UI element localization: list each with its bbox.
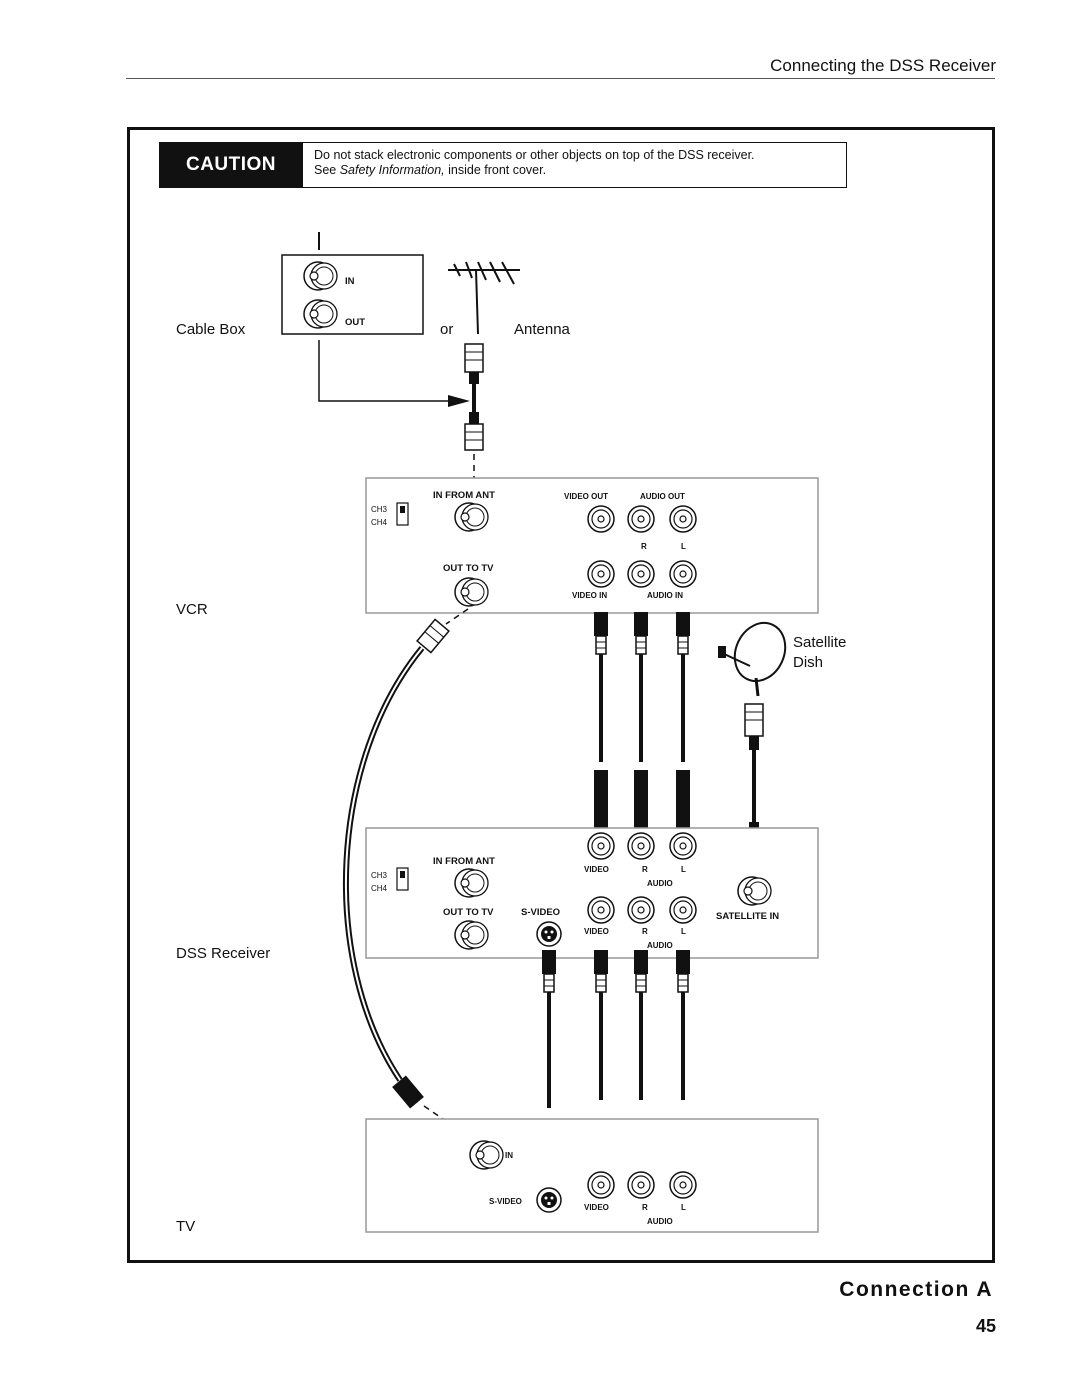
vcr-out-to-tv-jack	[454, 577, 489, 607]
cable-box-in-label: IN	[345, 276, 355, 287]
dss-video-bottom-label: VIDEO	[584, 927, 609, 936]
dss-audio-in-r-jack	[627, 832, 655, 860]
vcr-audio-in-label: AUDIO IN	[647, 591, 683, 600]
caution-line-2: See Safety Information, inside front cov…	[314, 163, 547, 177]
tv-l-label: L	[681, 1203, 686, 1212]
vcr-video-out-label: VIDEO OUT	[564, 492, 609, 501]
arrow-icon	[448, 395, 470, 407]
page-header-title: Connecting the DSS Receiver	[770, 56, 996, 75]
dss-r-top-label: R	[642, 865, 648, 874]
vcr-label: VCR	[176, 601, 208, 618]
dss-audio-bottom-label: AUDIO	[647, 941, 673, 950]
vcr-ch3-label: CH3	[371, 505, 388, 514]
dss-ch4-label: CH4	[371, 884, 388, 893]
vcr-in-from-ant-label: IN FROM ANT	[433, 490, 495, 501]
s-video-cable	[541, 949, 557, 1181]
vcr-out-to-tv-label: OUT TO TV	[443, 563, 494, 574]
tv-in-label: IN	[505, 1151, 513, 1160]
rca-cables-vcr-dss	[593, 611, 691, 833]
tv-audio-r-jack	[627, 1171, 655, 1199]
tv-s-video-label: S-VIDEO	[489, 1197, 522, 1206]
page-number: 45	[975, 1316, 996, 1336]
vcr-audio-in-r-jack	[627, 560, 655, 588]
tv-r-label: R	[642, 1203, 648, 1212]
dss-r-bottom-label: R	[642, 927, 648, 936]
vcr-video-in-jack	[587, 560, 615, 588]
dss-audio-top-label: AUDIO	[647, 879, 673, 888]
dss-ch-switch	[396, 867, 409, 891]
vcr-video-out-jack	[587, 505, 615, 533]
tv-in-jack	[469, 1140, 504, 1170]
dss-out-to-tv-jack	[454, 920, 489, 950]
vcr-audio-out-r-jack	[627, 505, 655, 533]
vcr-video-in-label: VIDEO IN	[572, 591, 608, 600]
antenna-label: Antenna	[514, 321, 570, 338]
vcr-l-label: L	[681, 542, 686, 551]
dss-audio-out-r-jack	[627, 896, 655, 924]
tv-s-video-jack	[536, 1187, 562, 1213]
dss-video-out-jack	[587, 896, 615, 924]
dss-out-to-tv-label: OUT TO TV	[443, 907, 494, 918]
vcr-audio-out-label: AUDIO OUT	[640, 492, 685, 501]
dss-s-video-label: S-VIDEO	[521, 907, 561, 918]
diagram-frame	[127, 127, 995, 1263]
connection-title: Connection A	[839, 1278, 993, 1301]
vcr-audio-in-l-jack	[669, 560, 697, 588]
dss-audio-out-l-jack	[669, 896, 697, 924]
tv-video-label: VIDEO	[584, 1203, 609, 1212]
tv-audio-label: AUDIO	[647, 1217, 673, 1226]
satellite-dish-label-2: Dish	[793, 654, 824, 671]
rca-cables-dss-tv	[593, 949, 691, 1171]
caution-label: CAUTION	[159, 142, 303, 188]
tv-video-jack	[587, 1171, 615, 1199]
cable-box-out-line	[318, 340, 458, 402]
antenna-icon	[448, 261, 520, 335]
vcr-in-from-ant-jack	[454, 502, 489, 532]
vcr-panel	[365, 477, 819, 614]
dss-satellite-in-jack	[737, 876, 772, 906]
vcr-audio-out-l-jack	[669, 505, 697, 533]
dss-in-from-ant-jack	[454, 868, 489, 898]
tv-label: TV	[176, 1218, 196, 1235]
dss-l-top-label: L	[681, 865, 686, 874]
vcr-ch4-label: CH4	[371, 518, 388, 527]
satellite-dish-icon	[718, 621, 787, 697]
dss-video-top-label: VIDEO	[584, 865, 609, 874]
dss-ch3-label: CH3	[371, 871, 388, 880]
or-label: or	[440, 321, 454, 338]
cable-box-label: Cable Box	[176, 321, 246, 338]
dss-in-from-ant-label: IN FROM ANT	[433, 856, 495, 867]
dss-audio-in-l-jack	[669, 832, 697, 860]
cable-box-in-jack	[303, 261, 338, 291]
tv-audio-l-jack	[669, 1171, 697, 1199]
caution-text: Do not stack electronic components or ot…	[314, 148, 755, 178]
vcr-r-label: R	[641, 542, 647, 551]
vcr-ch-switch	[396, 502, 409, 526]
satellite-dish-label-1: Satellite	[793, 634, 847, 651]
dss-l-bottom-label: L	[681, 927, 686, 936]
dss-receiver-label: DSS Receiver	[176, 945, 271, 962]
antenna-coax-cable	[464, 343, 484, 492]
cable-box-out-jack	[303, 299, 338, 329]
dss-video-in-jack	[587, 832, 615, 860]
caution-line-1: Do not stack electronic components or ot…	[314, 148, 755, 162]
cable-box-out-label: OUT	[345, 317, 366, 328]
dss-s-video-jack	[536, 921, 562, 947]
header-divider	[126, 78, 995, 79]
coax-vcr-to-tv-cable	[343, 608, 469, 1137]
dss-satellite-in-label: SATELLITE IN	[716, 911, 780, 922]
